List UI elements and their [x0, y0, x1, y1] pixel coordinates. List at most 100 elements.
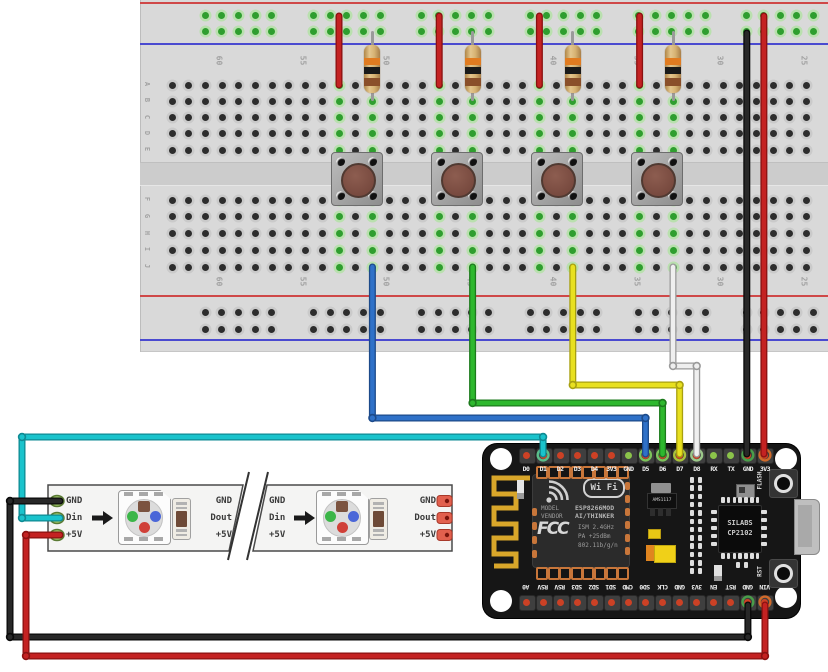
strip-capacitor[interactable]	[172, 498, 191, 540]
wire-bend	[470, 400, 476, 406]
breadboard-hole	[552, 230, 560, 237]
wire-bend	[670, 363, 676, 369]
rail-hole	[201, 28, 209, 35]
spec-line: PA +25dBm	[578, 533, 611, 540]
breadboard-hole	[435, 246, 443, 254]
breadboard-hole	[402, 213, 410, 221]
breadboard-hole	[252, 213, 259, 221]
breadboard-hole	[736, 246, 744, 254]
breadboard-hole	[719, 146, 727, 154]
breadboard-hole	[719, 213, 727, 221]
spec-line: ISM 2.4GHz	[578, 524, 615, 531]
breadboard-hole	[485, 196, 493, 204]
wire-button-1-to-d5[interactable]	[368, 263, 650, 458]
pushbutton-3[interactable]	[531, 152, 584, 206]
breadboard-hole	[302, 230, 310, 237]
wire-button-3-to-d7[interactable]	[568, 263, 684, 458]
breadboard-hole	[535, 130, 543, 138]
resistor-3[interactable]	[564, 45, 581, 93]
via	[690, 518, 694, 524]
button-cap[interactable]	[541, 163, 577, 198]
chip-pin	[750, 497, 754, 503]
breadboard-hole	[586, 213, 593, 221]
breadboard-hole	[252, 246, 259, 254]
breadboard-hole	[168, 130, 176, 138]
resistor-2[interactable]	[464, 45, 481, 93]
breadboard-hole	[602, 81, 610, 89]
via	[698, 510, 702, 516]
breadboard-hole	[736, 130, 744, 138]
breadboard-hole	[402, 230, 410, 237]
rail-hole	[526, 12, 534, 19]
mounting-hole	[775, 586, 797, 608]
breadboard-hole	[252, 196, 259, 204]
breadboard-hole	[368, 246, 376, 254]
breadboard-hole	[335, 97, 343, 105]
pin-dot	[522, 599, 530, 606]
rail-hole	[651, 325, 659, 333]
breadboard-hole	[786, 114, 794, 122]
via	[690, 560, 694, 566]
band-orange	[464, 58, 481, 65]
breadboard-hole	[402, 246, 410, 254]
flash-button[interactable]	[769, 469, 798, 498]
esp8266-module[interactable]: Wi Fi MODEL VENDOR ESP8266MOD AI/THINKER…	[532, 466, 630, 580]
chip-pin	[711, 510, 717, 514]
breadboard-hole	[769, 196, 777, 204]
breadboard-hole	[786, 146, 794, 154]
chip-pin	[711, 534, 717, 538]
via	[698, 477, 702, 483]
rail-hole	[810, 325, 818, 333]
strip-end-pad[interactable]	[436, 495, 453, 507]
pushbutton-4[interactable]	[631, 152, 684, 206]
pushbutton-1[interactable]	[330, 152, 383, 206]
wire-button-2-to-d6[interactable]	[468, 263, 667, 458]
wire-strip-5v-to-vin[interactable]	[21, 530, 770, 661]
breadboard-hole	[786, 130, 794, 138]
rail-hole	[776, 12, 784, 19]
fcc-logo: FCC	[537, 519, 570, 539]
wire-button-4-to-d8[interactable]	[668, 263, 701, 458]
breadboard-hole	[485, 246, 493, 254]
breadboard-channel	[140, 162, 828, 186]
resistor-4[interactable]	[665, 45, 681, 93]
module-pad	[547, 466, 560, 479]
breadboard[interactable]: 60605555505045454040353530302525ABCDEFGH…	[140, 0, 828, 352]
breadboard-hole	[686, 81, 694, 89]
nodemcu-board[interactable]: Wi Fi MODEL VENDOR ESP8266MOD AI/THINKER…	[483, 444, 820, 618]
breadboard-hole	[502, 114, 510, 122]
break-mark	[246, 471, 269, 561]
resistor-1[interactable]	[364, 45, 381, 93]
rail-hole	[326, 325, 334, 333]
module-pad	[594, 466, 606, 479]
wire-strip-din-to-d1[interactable]	[17, 432, 548, 523]
breadboard-hole	[285, 97, 293, 105]
module-pad	[532, 550, 537, 558]
breadboard-hole	[552, 146, 560, 154]
button-cap[interactable]	[641, 163, 677, 198]
wire-bend	[369, 415, 375, 421]
button-cap[interactable]	[340, 163, 376, 198]
button-cap[interactable]	[440, 163, 476, 198]
band-black	[364, 67, 381, 74]
rail-hole	[201, 325, 209, 333]
breadboard-hole	[352, 146, 360, 154]
pushbutton-2[interactable]	[430, 152, 483, 206]
breadboard-hole	[602, 263, 610, 271]
breadboard-hole	[201, 246, 209, 254]
pad-label: Dout	[414, 513, 436, 523]
strip-end-pad[interactable]	[436, 529, 453, 541]
breadboard-hole	[669, 97, 677, 105]
reset-button[interactable]	[769, 559, 798, 588]
breadboard-hole	[185, 213, 193, 221]
strip-end-pad[interactable]	[436, 512, 453, 524]
rail-hole	[810, 28, 818, 35]
via	[698, 551, 702, 558]
wire-strip-gnd-to-gnd[interactable]	[5, 496, 753, 642]
ws2812-led[interactable]	[118, 490, 171, 545]
rail-hole	[234, 308, 242, 316]
breadboard-hole	[352, 213, 360, 221]
ws2812-led[interactable]	[316, 490, 369, 545]
strip-capacitor[interactable]	[369, 498, 388, 540]
